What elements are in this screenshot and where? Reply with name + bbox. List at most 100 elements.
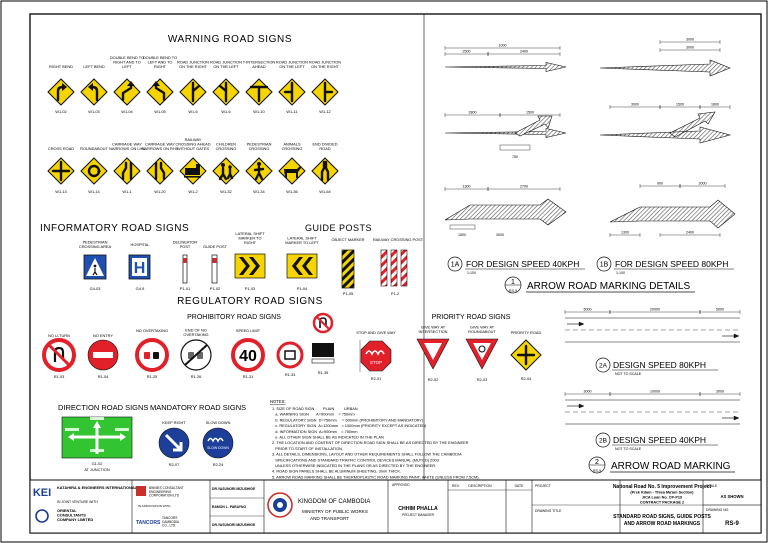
dimension-label: 3000 [716, 390, 724, 394]
reg-sign-label: NO OVERTAKING [136, 328, 168, 333]
right-bend-icon [56, 83, 67, 102]
dimension-label: 20000 [650, 308, 660, 312]
reg-sign-code: R1-31 [243, 374, 254, 379]
dimension-label: 900 [657, 182, 663, 186]
dimension-label: 10000 [650, 390, 660, 394]
warning-sign-code: W1-10 [253, 109, 265, 114]
dimension-label: 1300 [463, 185, 471, 189]
guide-post-code: P1-05 [343, 291, 353, 296]
note-line: b. REGULATORY SIGN D=750mm = 600mm (PROH… [272, 417, 424, 422]
warning-sign-code: W1-03 [88, 109, 99, 114]
mandatory-sign-label: KEEP RIGHT [162, 420, 186, 425]
lane-arrow-icon [722, 333, 740, 339]
side-road-left-icon [283, 81, 294, 103]
chevron-right-icon [249, 257, 260, 275]
warning-sign-code: W1-34 [253, 189, 265, 194]
no-entry-sign: NO ENTRY R1-04 [87, 333, 119, 379]
ministry-country: KINGDOM OF CAMBODIA [298, 499, 370, 505]
arrow-turn-icon [444, 198, 567, 226]
ministry-name-line-2: AND TRANSPORT [310, 516, 349, 521]
dimension-label: 5000 [584, 308, 592, 312]
reg-sign-code: R1-26 [191, 374, 202, 379]
priority-sign-code: R2-01 [371, 376, 382, 381]
narrows-left-icon [121, 161, 133, 181]
reg-sign-code: R1-03 [54, 374, 65, 379]
scale-label: 1:100 [616, 271, 625, 275]
arrow-turn-icon [609, 199, 736, 229]
priority-sign-code: R2-04 [521, 376, 532, 381]
tancors-logo: TANCORS [136, 520, 161, 526]
reg-sign-label: NO ENTRY [93, 333, 113, 338]
priority-road-sign: PRIORITY ROAD R2-04 [510, 330, 542, 381]
reg-sign-code: R1-04 [98, 374, 109, 379]
note-line: 3. ALL DETAILS, DIMENSIONS, LAYOUT AND O… [272, 452, 462, 457]
detail-1b-number: 1B [600, 262, 609, 269]
regulatory-section-title: REGULATORY ROAD SIGNS [177, 296, 323, 307]
guide-post-code: P1-2 [391, 291, 399, 296]
signer-name: RAMON L. PARAYNO [212, 505, 246, 509]
warning-sign-code: W1-2 [188, 189, 197, 194]
arrow-layout-80kph [565, 317, 740, 343]
approver-role: PROJECT MANAGER [402, 513, 435, 517]
truck-icon [312, 343, 334, 357]
warning-sign-code: W1-11 [286, 109, 297, 114]
dimension-label: 3000 [584, 390, 592, 394]
priority-sign-label: PRIORITY ROAD [511, 330, 542, 335]
slow-down-word: SLOW DOWN [207, 446, 229, 450]
consultant-1-assoc: IN JOINT VENTURE WITH [57, 500, 98, 504]
mandatory-section-title: MANDATORY ROAD SIGNS [150, 403, 246, 412]
dimension-label: 2400 [686, 231, 694, 235]
detail-1b-title: FOR DESIGN SPEED 80KPH [615, 259, 728, 269]
scale-label: 1:100 [467, 271, 476, 275]
reg-sign-label: SPEED LIMIT [236, 328, 261, 333]
t-intersection-icon [249, 85, 269, 103]
railway-crossing-icon [184, 164, 201, 178]
double-bend-right-icon [121, 81, 135, 102]
approver-name: CHHIM PHALLA [398, 506, 438, 512]
junction-right-icon [191, 81, 201, 103]
drawing-no-label: DRAWING NO. [706, 508, 729, 512]
detail-2-number: 2 [595, 459, 599, 466]
chevron-right-icon [239, 257, 250, 275]
guide-posts-title: GUIDE POSTS [305, 223, 372, 233]
rev-header-description: DESCRIPTION [468, 484, 492, 488]
no-heavy-vehicle-sign: R1-35 [311, 312, 335, 375]
detail-2b-number: 2B [599, 438, 607, 445]
left-bend-icon [88, 83, 99, 102]
mandatory-sign-code: R2-24 [213, 462, 224, 467]
direction-sign-code: G1-02 [92, 461, 103, 466]
scale-label: SCALE [706, 484, 718, 488]
warning-sign-label: ROUNDABOUT [80, 146, 108, 151]
warning-sign-label: RIGHT BEND [49, 64, 73, 69]
drawing-title-line-2: AND ARROW ROAD MARKINGS [624, 521, 701, 527]
prohibitory-section-title: PROHIBITORY ROAD SIGNS [187, 314, 281, 321]
notes-block: 1. SIZE OF ROAD SIGN PLAIN URBAN a. WARN… [272, 406, 480, 479]
car-black-icon [153, 352, 159, 359]
restriction-sign-r1-33: R1-33 [276, 341, 304, 377]
guide-post-code: P1-03 [245, 286, 255, 291]
project-label: PROJECT [535, 484, 551, 488]
